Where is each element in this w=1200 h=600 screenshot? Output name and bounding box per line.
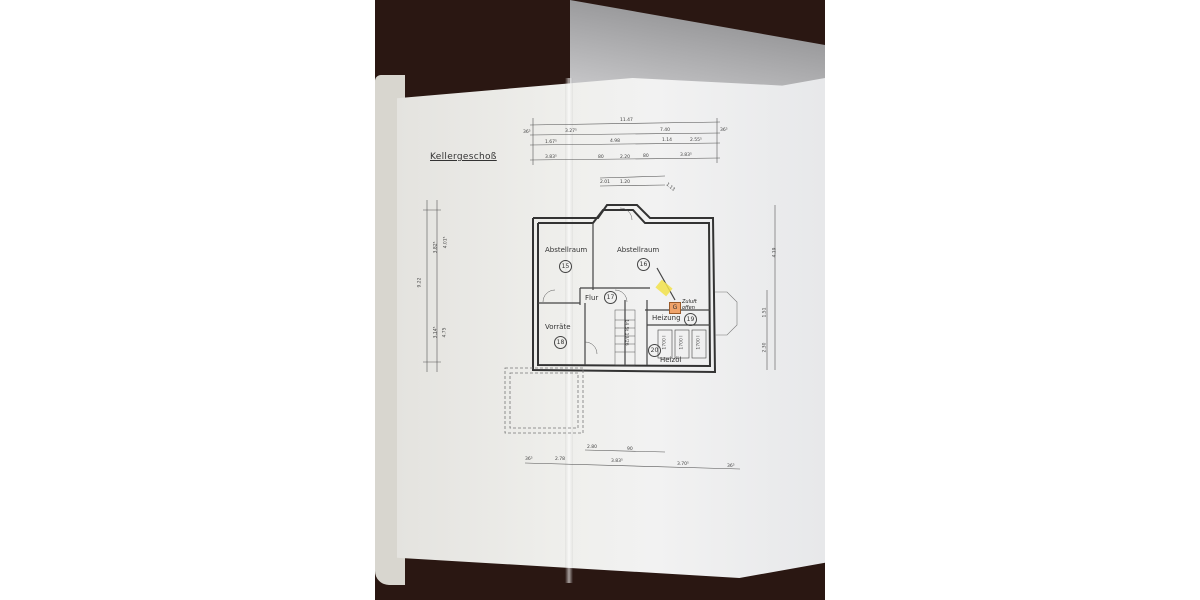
highlighted-boiler-marker: G <box>669 302 681 314</box>
dim-left-c: 4.01⁵ <box>443 236 449 249</box>
dim-top-2a: 1.67⁵ <box>545 140 557 145</box>
dim-bottom-2b: 2.78 <box>555 457 566 462</box>
tank-label-3: 1700 l <box>696 335 702 350</box>
room-label-abstellraum-16: Abstellraum <box>617 246 660 254</box>
room-label-heizung: Heizung <box>652 314 681 322</box>
dim-top-4a: 2.01 <box>600 180 611 185</box>
dim-left-b: 3.14⁵ <box>433 326 439 339</box>
dim-top-4b: 1.20 <box>620 180 631 185</box>
dim-left-d: 4.75 <box>442 327 448 338</box>
dim-top-2b: 4.98 <box>610 139 621 144</box>
room-label-abstellraum-15: Abstellraum <box>545 246 588 254</box>
dim-top-1c: 36⁵ <box>523 130 531 135</box>
stair-label: 14 St 19/26 <box>623 319 629 346</box>
plan-title: Kellergeschoß <box>430 152 497 162</box>
dim-top-1a: 3.27⁵ <box>565 129 577 134</box>
dim-top-3a: 3.83⁵ <box>545 155 557 160</box>
dim-bottom-1a: 2.80 <box>587 445 598 450</box>
floor-plan-drawing <box>423 118 776 470</box>
dim-top-3e: 3.83⁵ <box>680 153 692 158</box>
room-label-heizoel: Heizöl <box>660 356 682 364</box>
dim-top-overall: 11.47 <box>620 118 633 123</box>
dim-top-2d: 2.55⁵ <box>690 138 702 143</box>
room-number-18: 18 <box>554 336 567 349</box>
dim-right-a: 4.19 <box>772 247 778 258</box>
floor-plan-sheet <box>397 78 825 578</box>
tank-label-1: 1700 l <box>662 335 668 350</box>
dim-bottom-2e: 36⁵ <box>727 464 735 469</box>
dim-bottom-2c: 3.83⁵ <box>611 459 623 464</box>
tank-label-2: 1700 l <box>679 335 685 350</box>
dim-top-1d: 36⁵ <box>720 128 728 133</box>
room-label-vorraete: Vorräte <box>545 323 571 331</box>
dim-bottom-1b: 90 <box>627 447 633 452</box>
room-label-flur: Flur <box>585 294 599 302</box>
dim-bottom-2a: 36⁵ <box>525 457 533 462</box>
room-number-19: 19 <box>684 313 697 326</box>
handwritten-note: Zuluft offen <box>682 299 697 311</box>
room-number-15: 15 <box>559 260 572 273</box>
dim-left-overall: 9.22 <box>417 277 423 288</box>
dim-left-a: 3.82⁵ <box>433 241 439 254</box>
dim-top-1b: 7.40 <box>660 128 671 133</box>
dim-bottom-2d: 3.70⁵ <box>677 462 689 467</box>
photo-frame: Kellergeschoß <box>375 0 825 600</box>
dim-top-3c: 2.20 <box>620 155 631 160</box>
room-number-16: 16 <box>637 258 650 271</box>
dim-top-3d: 80 <box>643 154 649 159</box>
room-number-20: 20 <box>648 344 661 357</box>
room-number-17: 17 <box>604 291 617 304</box>
dim-top-2c: 1.14 <box>662 138 673 143</box>
dim-top-3b: 80 <box>598 155 604 160</box>
dim-right-c: 2.30 <box>762 342 768 353</box>
paper-fold <box>565 78 573 583</box>
dim-right-b: 1.51 <box>762 307 768 318</box>
